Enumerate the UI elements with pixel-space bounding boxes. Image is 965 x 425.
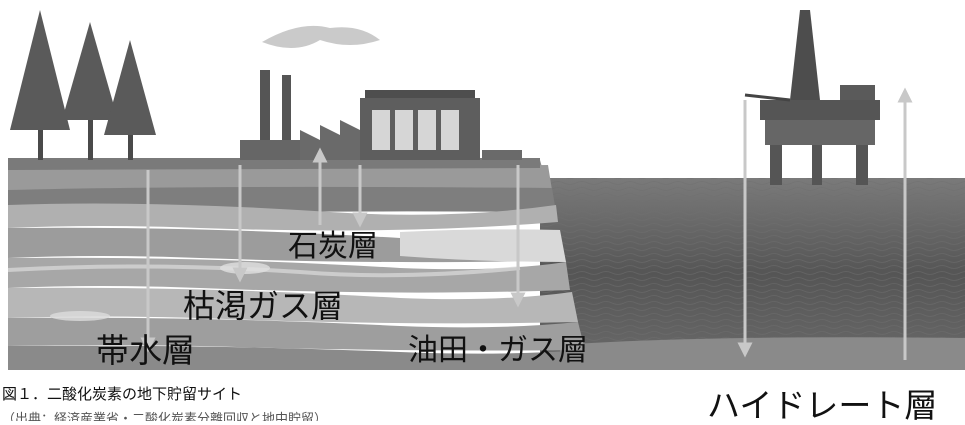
aquifer-label: 帯水層	[96, 331, 195, 370]
tree-icon	[10, 10, 156, 160]
depleted-gas-reservoir-label: 枯渇ガス層	[183, 287, 344, 325]
oil-gas-field-label: 油田・ガス層	[408, 333, 588, 368]
hydrate-layer-label: ハイドレート層	[707, 386, 938, 425]
injection-arrows	[140, 87, 913, 360]
factory-icon	[240, 25, 522, 160]
sea	[540, 178, 965, 370]
ground-surface	[8, 158, 540, 170]
coal-seam-label: 石炭層	[288, 229, 378, 264]
oil-rig-icon	[744, 10, 880, 185]
figure-source: （出典：経済産業省・二酸化炭素分離回収と地中貯留）	[2, 412, 328, 421]
figure-caption: 図１．二酸化炭素の地下貯留サイト	[2, 385, 243, 403]
